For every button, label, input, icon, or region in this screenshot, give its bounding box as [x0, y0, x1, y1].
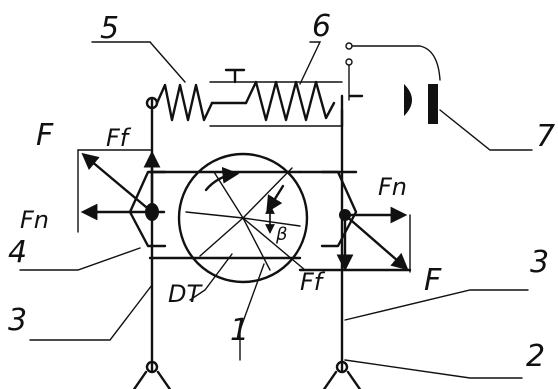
label-F-right: F: [424, 263, 442, 298]
diagram-labels: F Ff Fn Fn F Ff 4 5 6 7 3 3 2 1 DT β: [8, 9, 555, 374]
label-Ff-left: Ff: [106, 124, 132, 152]
label-DT: DT: [168, 280, 203, 308]
label-Ff-right: Ff: [300, 268, 326, 296]
label-6: 6: [312, 9, 331, 44]
brake-drum: [177, 152, 309, 284]
label-F-left: F: [36, 118, 54, 153]
label-4: 4: [8, 235, 27, 270]
label-7: 7: [536, 119, 555, 154]
label-2: 2: [526, 339, 545, 374]
leader-lines: [19, 41, 533, 379]
right-brake-shoe: [298, 108, 412, 372]
right-forces: [336, 206, 411, 273]
springs: [145, 68, 364, 128]
label-3-left: 3: [8, 303, 27, 338]
label-3-right: 3: [530, 245, 549, 280]
label-Fn-right: Fn: [378, 173, 407, 201]
left-brake-shoe: [128, 98, 302, 372]
label-5: 5: [100, 11, 119, 46]
electric-indicator: [345, 42, 441, 124]
label-Fn-left: Fn: [20, 206, 49, 234]
left-forces: [77, 149, 166, 233]
label-beta: β: [275, 224, 288, 245]
label-1: 1: [230, 313, 249, 348]
supports: [132, 360, 362, 389]
